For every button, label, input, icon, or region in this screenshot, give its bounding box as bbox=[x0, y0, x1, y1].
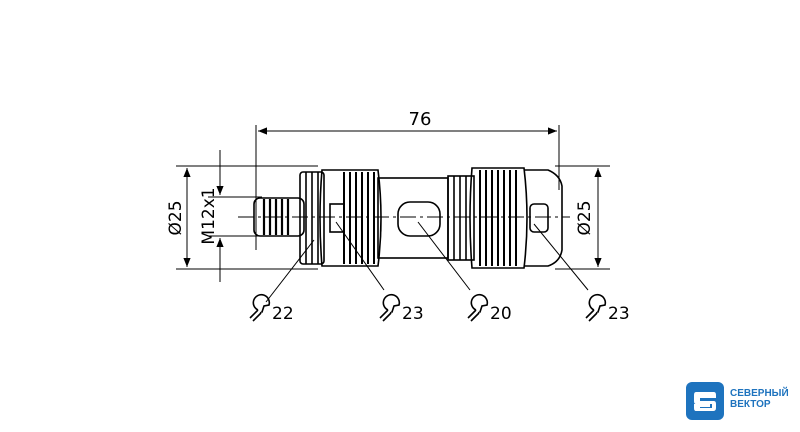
thread-label: M12x1 bbox=[199, 187, 219, 244]
wrench-size-label: 23 bbox=[402, 304, 424, 324]
logo-line-1: СЕВЕРНЫЙ bbox=[730, 388, 789, 399]
wrench-icon bbox=[249, 294, 271, 322]
thread-dimension: M12x1 bbox=[199, 150, 262, 282]
leader-lines bbox=[265, 221, 589, 303]
left-diameter-dimension: Ø25 bbox=[166, 165, 318, 270]
wrench-size-label: 20 bbox=[490, 304, 512, 324]
connector-body bbox=[253, 167, 563, 269]
length-dimension: 76 bbox=[255, 109, 560, 250]
wrench-icon bbox=[467, 294, 489, 322]
wrench-icon bbox=[379, 294, 401, 322]
wrench-size-label: 22 bbox=[272, 304, 294, 324]
length-value: 76 bbox=[409, 109, 432, 130]
wrench-icon bbox=[585, 294, 607, 322]
wrench-size-label: 23 bbox=[608, 304, 630, 324]
logo-mark-icon bbox=[686, 382, 724, 420]
right-diameter-label: Ø25 bbox=[575, 200, 595, 235]
left-diameter-label: Ø25 bbox=[166, 200, 186, 235]
logo-line-2: ВЕКТОР bbox=[730, 399, 771, 410]
company-logo: СЕВЕРНЫЙ ВЕКТОР bbox=[684, 380, 800, 424]
logo-text: СЕВЕРНЫЙ ВЕКТОР bbox=[730, 388, 789, 410]
right-diameter-dimension: Ø25 bbox=[555, 165, 610, 270]
